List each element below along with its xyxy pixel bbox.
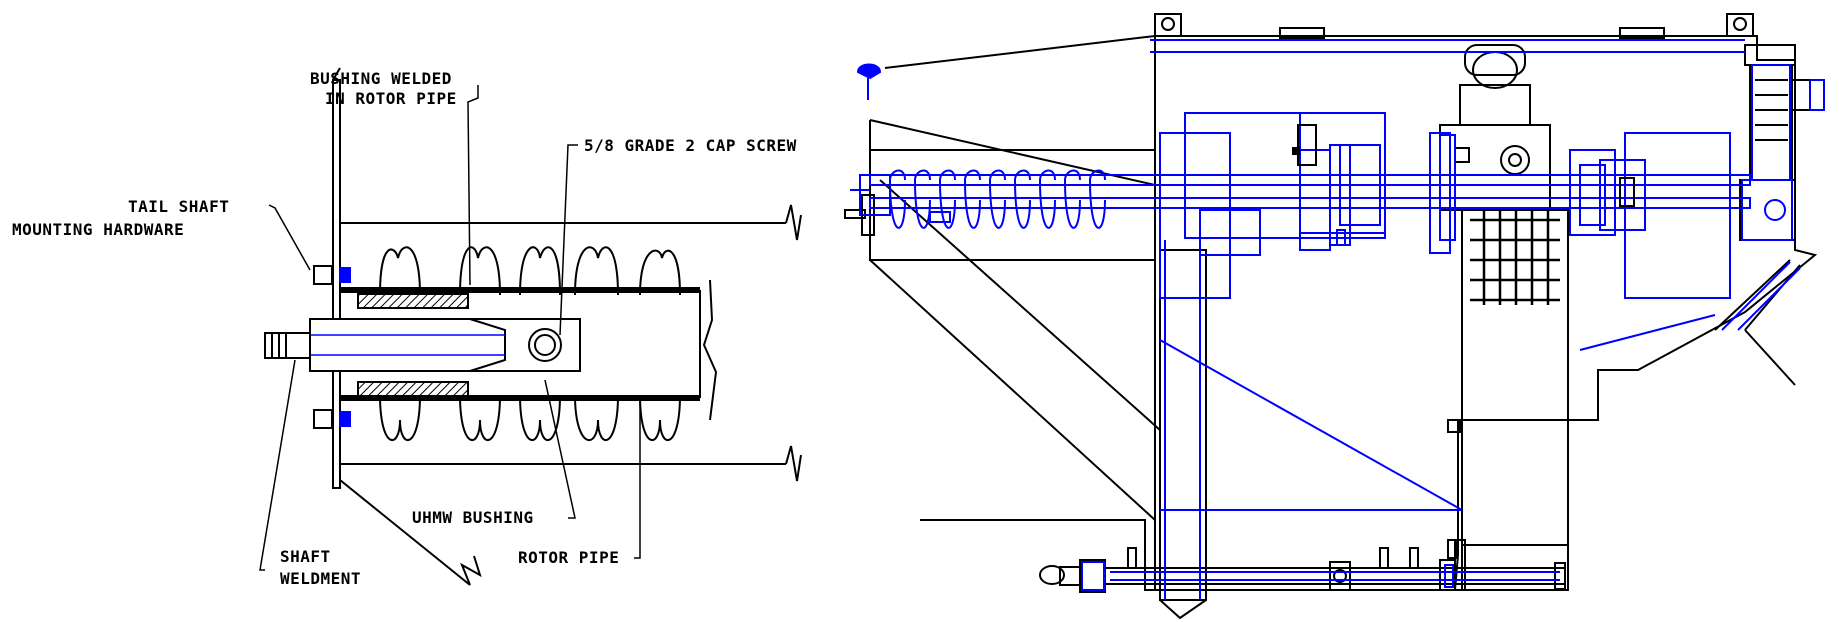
tail-shaft-bolt-top [313, 265, 351, 285]
detail-labels: BUSHING WELDED IN ROTOR PIPE 5/8 GRADE 2… [12, 69, 797, 588]
label-bushing-welded-1: BUSHING WELDED [310, 69, 452, 88]
hopper-slope [869, 259, 1156, 521]
tail-shaft-bolt-bottom [313, 409, 351, 429]
horizontal-screw [850, 169, 1751, 256]
lifting-lug-left [1154, 13, 1182, 37]
gear-motor [1739, 44, 1811, 241]
drain-piping [1039, 419, 1566, 593]
label-bushing-welded-2: IN ROTOR PIPE [325, 89, 457, 108]
leader-cap-screw [559, 144, 578, 336]
leader-uhmw-bushing [544, 379, 576, 519]
detail-view [259, 67, 802, 586]
label-uhmw-bushing: UHMW BUSHING [412, 508, 534, 527]
leader-rotor-pipe [634, 398, 641, 559]
leader-bushing-welded [467, 85, 479, 286]
label-shaft-weldment-2: WELDMENT [280, 569, 361, 588]
uhmw-bushing-top [357, 293, 469, 309]
tank-outline [884, 35, 1818, 591]
upper-flighting [379, 246, 681, 296]
label-rotor-pipe: ROTOR PIPE [518, 548, 619, 567]
label-tail-shaft-1: TAIL SHAFT [128, 197, 229, 216]
lower-flighting [379, 394, 681, 441]
leader-tail-shaft [268, 204, 311, 271]
uhmw-bushing-bottom [357, 381, 469, 397]
panel-left [1159, 132, 1231, 299]
label-cap-screw: 5/8 GRADE 2 CAP SCREW [584, 136, 797, 155]
label-tail-shaft-2: MOUNTING HARDWARE [12, 220, 184, 239]
blue-overlay [850, 39, 1825, 600]
lifting-lug-right [1726, 13, 1754, 37]
cap-screw [528, 328, 562, 362]
screen-grating [1470, 210, 1560, 305]
label-shaft-weldment-1: SHAFT [280, 547, 331, 566]
tail-plate [332, 79, 341, 489]
leader-shaft-weldment [259, 359, 296, 571]
machine-view [844, 13, 1818, 620]
